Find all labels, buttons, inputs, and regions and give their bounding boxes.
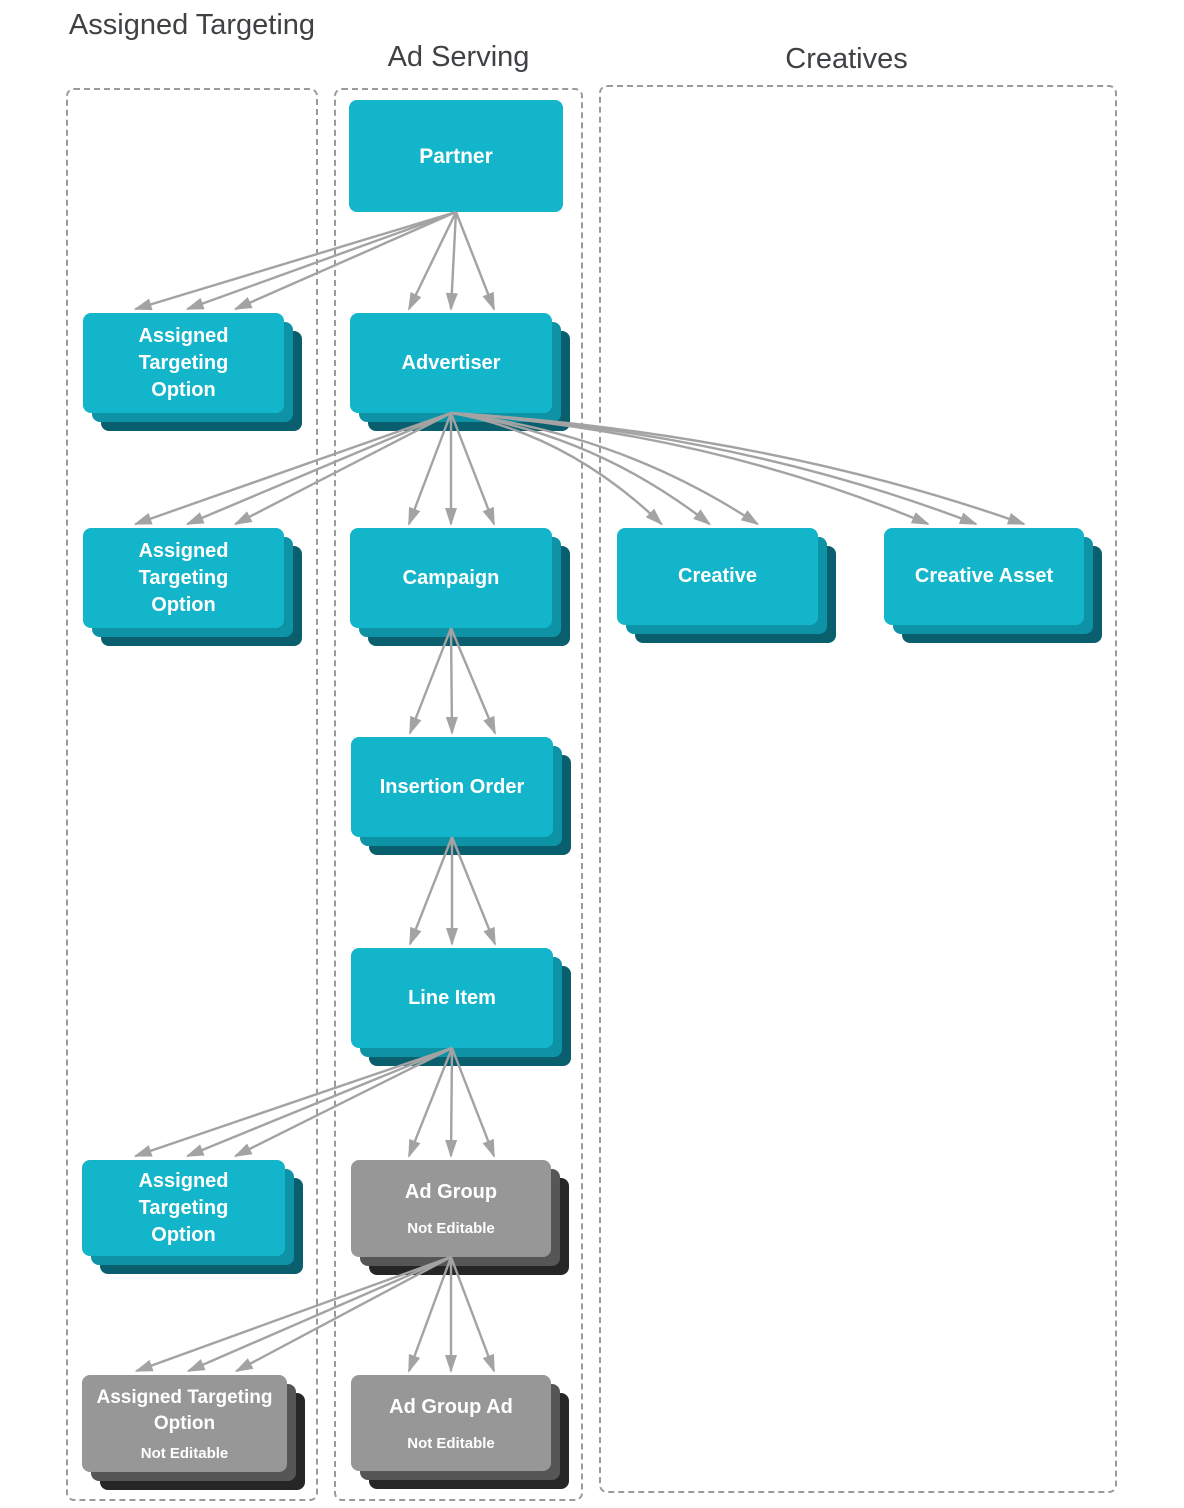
node-ad-group-ad-label: Ad Group Ad	[389, 1395, 513, 1418]
node-ad-group-label: Ad Group	[404, 1181, 498, 1203]
node-assigned-targeting-option-partner: Assigned Targeting Option	[83, 313, 284, 413]
node-campaign-label: Campaign	[402, 566, 500, 589]
node-ad-group-not-editable-badge: Not Editable	[407, 1220, 495, 1237]
node-partner-label: Partner	[419, 144, 493, 168]
column-header-assigned-targeting: Assigned Targeting	[68, 9, 316, 41]
node-ad-group: Ad Group Not Editable	[351, 1160, 551, 1257]
node-advertiser-label: Advertiser	[401, 351, 501, 374]
node-assigned-targeting-option-ad-group-not-editable-badge: Not Editable	[140, 1444, 229, 1462]
node-ad-group-ad: Ad Group Ad Not Editable	[351, 1375, 551, 1471]
node-creative-asset-label: Creative Asset	[914, 565, 1054, 587]
column-assigned-targeting	[66, 88, 318, 1501]
node-partner: Partner	[349, 100, 563, 212]
node-assigned-targeting-option-partner-label: Assigned Targeting Option	[138, 324, 229, 401]
node-creative-label: Creative	[678, 565, 757, 587]
node-campaign: Campaign	[350, 528, 552, 628]
node-assigned-targeting-option-ad-group-label: Assigned Targeting Option	[96, 1386, 273, 1434]
node-creative-asset: Creative Asset	[884, 528, 1084, 625]
node-assigned-targeting-option-advertiser: Assigned Targeting Option	[83, 528, 284, 628]
node-advertiser: Advertiser	[350, 313, 552, 413]
node-line-item-label: Line Item	[408, 986, 496, 1009]
node-assigned-targeting-option-line-item-label: Assigned Targeting Option	[138, 1169, 229, 1246]
node-assigned-targeting-option-advertiser-label: Assigned Targeting Option	[138, 539, 229, 616]
column-creatives	[599, 85, 1117, 1493]
node-assigned-targeting-option-ad-group: Assigned Targeting Option Not Editable	[82, 1375, 287, 1472]
column-ad-serving	[334, 88, 583, 1501]
node-insertion-order-label: Insertion Order	[379, 775, 525, 798]
node-insertion-order: Insertion Order	[351, 737, 553, 837]
node-ad-group-ad-not-editable-badge: Not Editable	[407, 1434, 495, 1452]
node-assigned-targeting-option-line-item: Assigned Targeting Option	[82, 1160, 285, 1256]
node-creative: Creative	[617, 528, 818, 625]
column-header-creatives: Creatives	[785, 43, 908, 75]
column-header-ad-serving: Ad Serving	[387, 41, 530, 73]
node-line-item: Line Item	[351, 948, 553, 1048]
